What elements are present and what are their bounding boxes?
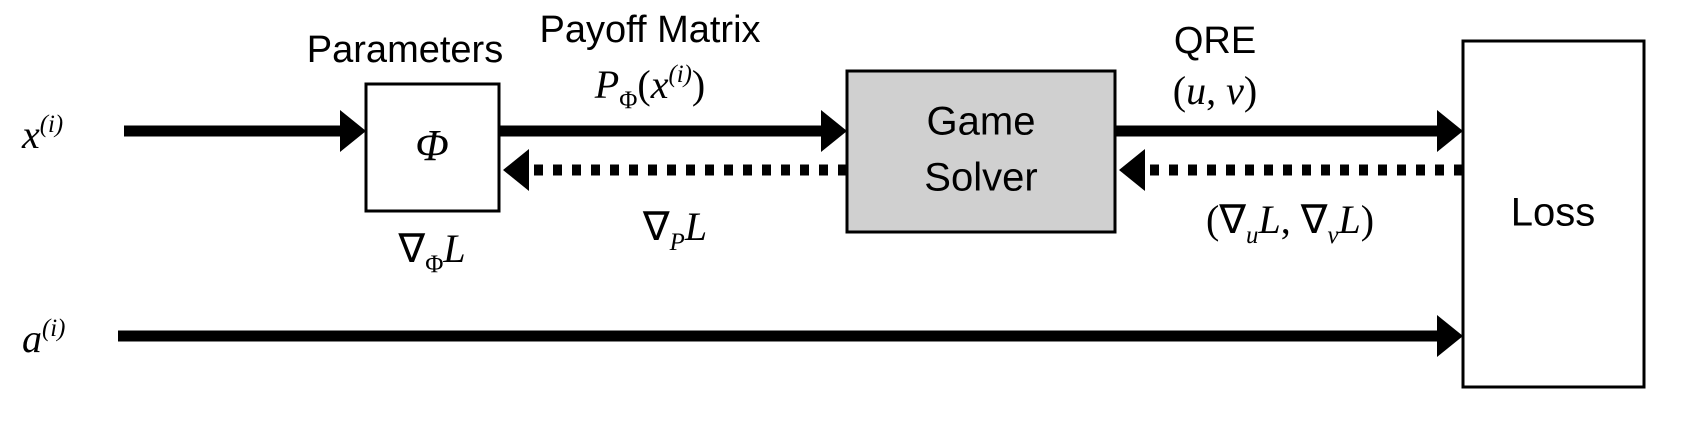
grad-uv-subscript1: u <box>1246 222 1258 249</box>
payoff-p-subscript: Φ <box>619 87 637 114</box>
loss-box-label: Loss <box>1511 191 1596 235</box>
arrow-x-to-parameters <box>124 110 366 152</box>
grad-uv-tail2: L <box>1337 197 1360 242</box>
loss-box[interactable] <box>1461 39 1646 389</box>
qre-formula: (u, v) <box>1173 68 1257 113</box>
qre-paren-open: ( <box>1173 68 1186 113</box>
input-a-superscript: (i) <box>42 315 65 342</box>
arrow-solver-to-loss <box>1115 110 1463 152</box>
qre-comma: , <box>1206 68 1226 113</box>
grad-uv-subscript2: v <box>1327 222 1338 249</box>
payoff-matrix-formula: PΦ(x(i)) <box>594 61 705 114</box>
grad-phi-label: ∇ΦL <box>397 226 465 278</box>
arrow-parameters-to-solver-head <box>821 110 847 152</box>
grad-phi-tail: L <box>442 226 465 271</box>
input-x-base: x <box>21 112 40 157</box>
payoff-x-superscript: (i) <box>668 61 691 88</box>
grad-phi-subscript: Φ <box>425 251 443 278</box>
grad-uv-label: (∇uL, ∇vL) <box>1206 197 1374 249</box>
grad-p-nabla: ∇ <box>642 204 670 249</box>
payoff-x: x <box>650 62 669 107</box>
arrow-loss-to-solver-gradient <box>1119 149 1463 191</box>
parameters-box-label: Φ <box>415 121 449 170</box>
grad-uv-paren-open: ( <box>1206 197 1219 242</box>
arrow-x-to-parameters-head <box>340 110 366 152</box>
grad-p-label: ∇PL <box>642 204 707 256</box>
grad-uv-nabla2: ∇ <box>1300 197 1328 242</box>
grad-uv-paren-close: ) <box>1361 197 1374 242</box>
grad-uv-comma: , <box>1281 197 1301 242</box>
payoff-matrix-title: Payoff Matrix <box>539 9 760 51</box>
parameters-box[interactable] <box>364 82 501 213</box>
arrow-solver-to-parameters-gradient <box>503 149 847 191</box>
qre-title: QRE <box>1174 20 1256 62</box>
arrow-loss-to-solver-head <box>1119 149 1145 191</box>
arrow-solver-to-parameters-head <box>503 149 529 191</box>
grad-uv-tail1: L <box>1257 197 1280 242</box>
payoff-p: P <box>594 62 619 107</box>
input-x-superscript: (i) <box>40 111 63 138</box>
arrow-a-to-loss <box>118 315 1463 357</box>
grad-uv-nabla1: ∇ <box>1218 197 1246 242</box>
grad-p-subscript: P <box>669 229 685 256</box>
arrow-solver-to-loss-head <box>1437 110 1463 152</box>
payoff-paren-open: ( <box>637 62 650 107</box>
game-solver-label-line1: Game <box>927 100 1036 144</box>
arrow-a-to-loss-head <box>1437 315 1463 357</box>
grad-phi-nabla: ∇ <box>397 226 425 271</box>
qre-u: u <box>1186 68 1206 113</box>
qre-v: v <box>1226 68 1244 113</box>
game-solver-label-line2: Solver <box>924 156 1037 200</box>
input-label-x: x(i) <box>21 111 63 157</box>
grad-p-tail: L <box>684 204 707 249</box>
game-solver-box[interactable] <box>845 69 1117 234</box>
parameters-caption: Parameters <box>307 29 503 71</box>
payoff-paren-close: ) <box>692 62 705 107</box>
input-label-a: a(i) <box>22 315 65 361</box>
qre-paren-close: ) <box>1244 68 1257 113</box>
arrow-parameters-to-solver <box>499 110 847 152</box>
input-a-base: a <box>22 316 42 361</box>
